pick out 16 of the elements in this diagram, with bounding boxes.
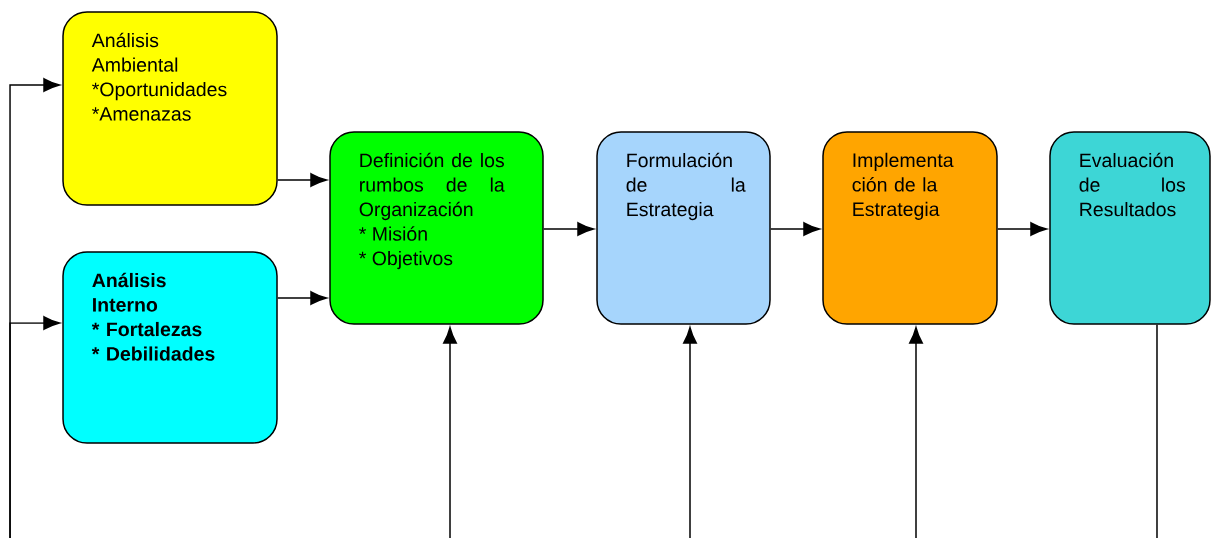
- arrow: [277, 291, 328, 305]
- arrow: [683, 326, 697, 538]
- arrow: [543, 222, 595, 236]
- process-box: Análisis Interno * Fortalezas * Debilidades: [62, 251, 278, 444]
- arrow: [9, 316, 61, 538]
- arrow: [770, 222, 821, 236]
- process-box: Definición de los rumbos de la Organización * Misión * Objetivos: [329, 131, 544, 325]
- arrow: [997, 222, 1048, 236]
- process-box: Implementa ción de la Estrategia: [822, 131, 998, 325]
- process-box: Análisis Ambiental *Oportunidades *Amenazas: [62, 11, 278, 206]
- connector-line: [1156, 324, 1158, 538]
- process-box: Formulación de la Estrategia: [596, 131, 771, 325]
- arrow: [909, 326, 923, 538]
- arrow: [277, 173, 328, 187]
- arrow: [443, 326, 457, 538]
- process-box: Evaluación de los Resultados: [1049, 131, 1211, 325]
